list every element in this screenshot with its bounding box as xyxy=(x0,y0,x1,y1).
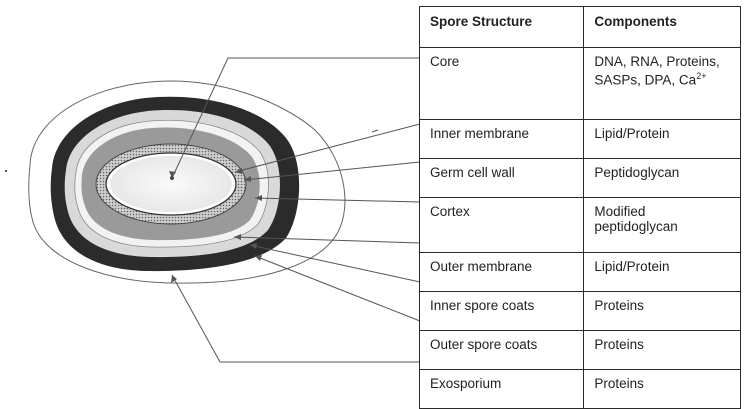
header-components: Components xyxy=(583,6,741,48)
arrowhead-outer-membrane xyxy=(234,234,241,240)
leader-line-inner-spore-coats xyxy=(249,244,421,283)
structure-cell: Core xyxy=(418,47,585,120)
spore-structure-table: Spore Structure Components Core DNA, RNA… xyxy=(418,6,741,409)
table-row: Inner spore coats Proteins xyxy=(418,291,741,331)
arrowhead-exosporium xyxy=(171,275,177,283)
leader-line-core xyxy=(171,57,420,179)
structure-cell: Cortex xyxy=(418,197,585,253)
structure-cell: Inner membrane xyxy=(418,119,585,159)
components-text: DNA, RNA, Proteins, SASPs, DPA, Ca xyxy=(594,54,720,88)
structure-cell: Inner spore coats xyxy=(418,291,585,331)
arrowhead-outer-spore-coats xyxy=(255,255,262,261)
table-row: Outer spore coats Proteins xyxy=(418,330,741,370)
table-row: Cortex Modified peptidoglycan xyxy=(418,197,741,253)
components-cell: Proteins xyxy=(583,330,741,370)
leader-line-outer-spore-coats xyxy=(254,255,421,322)
components-cell: DNA, RNA, Proteins, SASPs, DPA, Ca2+ xyxy=(583,47,741,120)
components-cell: Proteins xyxy=(583,291,741,331)
core-layer xyxy=(110,156,232,212)
table-row: Germ cell wall Peptidoglycan xyxy=(418,158,741,198)
leader-line-germ-cell-wall xyxy=(243,161,421,181)
structure-cell: Exosporium xyxy=(418,369,585,409)
components-cell: Lipid/Protein xyxy=(583,119,741,159)
table-row: Core DNA, RNA, Proteins, SASPs, DPA, Ca2… xyxy=(418,47,741,120)
arrowhead-germ-cell-wall xyxy=(244,176,251,182)
arrowhead-cortex xyxy=(255,195,262,201)
leader-line-outer-membrane xyxy=(233,236,421,244)
arrowhead-inner-spore-coats xyxy=(250,243,257,249)
components-cell: Modified peptidoglycan xyxy=(583,197,741,253)
components-cell: Proteins xyxy=(583,369,741,409)
stray-dot xyxy=(5,170,7,172)
components-cell: Peptidoglycan xyxy=(583,158,741,198)
components-cell: Lipid/Protein xyxy=(583,252,741,292)
table-header-row: Spore Structure Components xyxy=(418,6,741,48)
structure-cell: Outer membrane xyxy=(418,252,585,292)
leader-line-cortex xyxy=(254,197,421,203)
spore-diagram xyxy=(28,57,421,363)
header-spore-structure: Spore Structure xyxy=(418,6,585,48)
leader-line-exosporium xyxy=(171,274,420,363)
calcium-charge: 2+ xyxy=(696,71,707,81)
arrowhead-core xyxy=(169,171,176,178)
table-row: Inner membrane Lipid/Protein xyxy=(418,119,741,159)
arrowhead-inner-membrane xyxy=(235,168,242,174)
table-row: Exosporium Proteins xyxy=(418,369,741,409)
structure-cell: Germ cell wall xyxy=(418,158,585,198)
structure-cell: Outer spore coats xyxy=(418,330,585,370)
leader-line-inner-membrane xyxy=(234,123,421,173)
table-row: Outer membrane Lipid/Protein xyxy=(418,252,741,292)
exosporium-tick-mark xyxy=(371,129,379,133)
